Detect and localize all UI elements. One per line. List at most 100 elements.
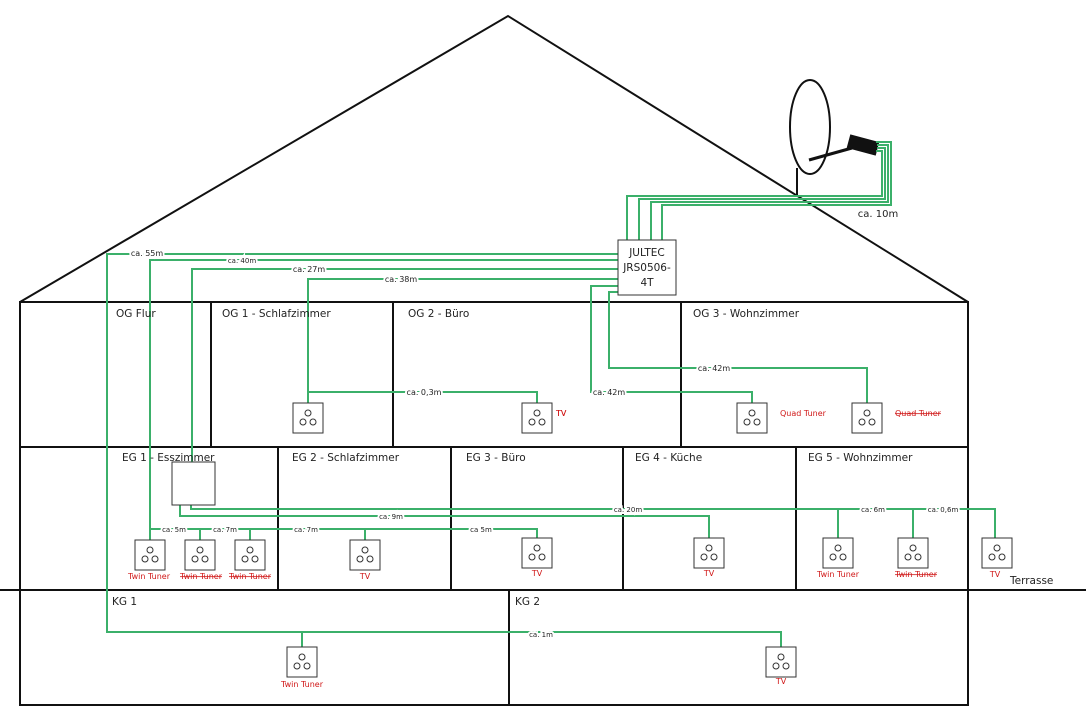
room-label: EG 2 - Schlafzimmer [292,452,400,464]
cable-length-label: ca. 38m [385,275,418,284]
socket-label: TV [703,569,715,578]
roof [19,14,969,303]
antenna-socket: TV [521,402,567,434]
room-label: EG 1 - Esszimmer [122,452,215,464]
cables [106,141,996,648]
socket-port-icon [191,555,199,563]
antenna-socket: TV [521,537,553,578]
socket-port-icon [538,553,546,561]
multiswitch-jultec: JULTEC JRS0506- 4T [617,239,677,296]
socket-port-icon [777,653,785,661]
socket-label: Twin Tuner [228,572,272,581]
antenna-socket: TV [765,646,797,686]
socket-port-icon [146,546,154,554]
socket-port-icon [998,553,1006,561]
antenna-socket: TV [693,537,725,578]
socket-port-icon [533,544,541,552]
antenna-socket: Twin Tuner [280,646,324,689]
socket-label: Twin Tuner [280,680,324,689]
socket-label: TV [989,570,1001,579]
cable-length-label: ca. 1m [529,631,553,639]
cable-length-label: ca. 20m [614,506,642,514]
antenna-socket: TV [349,539,381,581]
socket-port-icon [909,544,917,552]
socket-port-icon [251,555,259,563]
socket-port-icon [753,418,761,426]
socket-port-icon [772,662,780,670]
cable-length-label: ca. 9m [379,513,403,521]
socket-label: TV [775,677,787,686]
terrace-label: Terrasse [1009,575,1053,587]
cable-length-label: ca. 5m [162,526,186,534]
socket-port-icon [299,418,307,426]
room-label: KG 2 [515,596,540,608]
socket-label: TV [531,569,543,578]
socket-port-icon [858,418,866,426]
socket-port-icon [141,555,149,563]
satellite-dish-icon [789,79,880,196]
antenna-socket: Quad Tuner [851,402,942,434]
socket-port-icon [201,555,209,563]
cable-length-label: ca. 0,6m [928,506,959,514]
socket-port-icon [988,553,996,561]
cable-length-label: ca. 0,3m [407,388,442,397]
antenna-socket: Twin Tuner [179,539,223,581]
socket-label: Quad Tuner [895,409,942,418]
room-label: OG 1 - Schlafzimmer [222,308,331,320]
cable-length-label: ca. 6m [861,506,885,514]
socket-port-icon [829,553,837,561]
socket-port-icon [700,553,708,561]
cable-length-label: ca. 40m [228,257,256,265]
cable-length-label: ca. 55m [131,249,164,258]
socket-port-icon [151,555,159,563]
socket-port-icon [868,418,876,426]
room-label: EG 3 - Büro [466,452,526,464]
socket-label: Twin Tuner [179,572,223,581]
socket-port-icon [528,553,536,561]
multiswitch-label: JULTEC [628,247,665,259]
cable-length-label: ca. 27m [293,265,326,274]
socket-port-icon [533,409,541,417]
socket-port-icon [356,555,364,563]
room-label: EG 4 - Küche [635,452,702,464]
socket-port-icon [834,544,842,552]
room-label: EG 5 - Wohnzimmer [808,452,913,464]
antenna-socket: Quad Tuner [736,402,827,434]
socket-port-icon [361,546,369,554]
socket-label: Twin Tuner [127,572,171,581]
socket-port-icon [196,546,204,554]
socket-port-icon [839,553,847,561]
antenna-socket: Twin Tuner [816,537,860,579]
socket-port-icon [241,555,249,563]
room-label: KG 1 [112,596,137,608]
socket-port-icon [298,653,306,661]
socket-port-icon [293,662,301,670]
multiswitch-label: 4T [640,277,654,289]
cable-length-label: ca. 7m [213,526,237,534]
distribution-box [171,461,216,506]
socket-port-icon [304,409,312,417]
room-label: OG 2 - Büro [408,308,469,320]
socket-port-icon [309,418,317,426]
socket-label: TV [555,409,567,418]
antenna-socket: TV [292,402,567,434]
antenna-socket: Twin Tuner [127,539,171,581]
socket-port-icon [782,662,790,670]
socket-port-icon [366,555,374,563]
socket-port-icon [303,662,311,670]
room-label: OG 3 - Wohnzimmer [693,308,800,320]
socket-port-icon [705,544,713,552]
cable-length-label: ca. 42m [698,364,731,373]
socket-port-icon [710,553,718,561]
socket-port-icon [914,553,922,561]
socket-port-icon [743,418,751,426]
antenna-socket: Twin Tuner [228,539,272,581]
socket-port-icon [904,553,912,561]
socket-port-icon [528,418,536,426]
socket-label: TV [555,409,567,418]
socket-label: Quad Tuner [780,409,827,418]
socket-port-icon [538,418,546,426]
cable-length-label: ca. 10m [858,209,898,220]
socket-port-icon [863,409,871,417]
